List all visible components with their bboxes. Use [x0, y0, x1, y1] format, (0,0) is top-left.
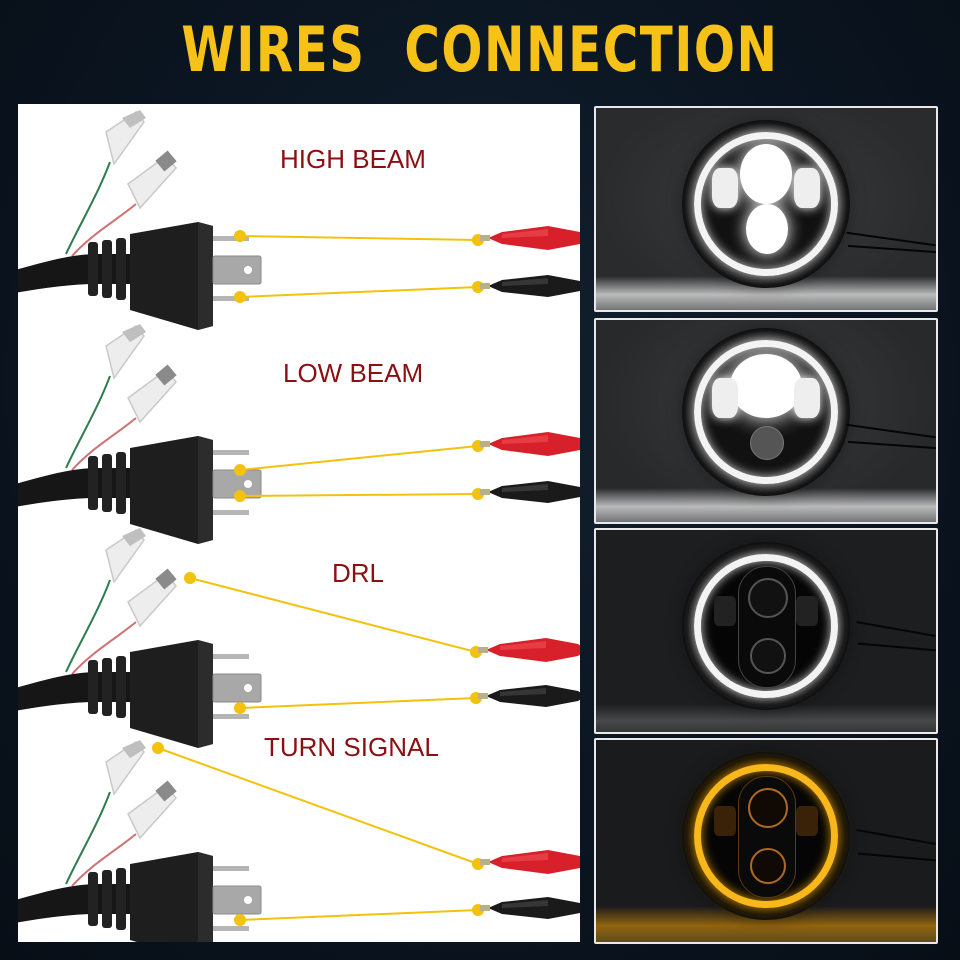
headlight-icon — [686, 332, 846, 492]
photo-drl — [594, 528, 938, 734]
photo-low-beam — [594, 318, 938, 524]
wiring-diagram — [18, 109, 580, 942]
row-turn-signal — [18, 739, 580, 942]
label-drl: DRL — [332, 558, 385, 588]
red-alligator-clip-icon — [480, 226, 580, 250]
photo-high-beam — [594, 106, 938, 312]
h4-plug-harness-icon — [18, 109, 262, 331]
h4-plug-harness-icon — [18, 527, 262, 749]
label-high-beam: HIGH BEAM — [280, 144, 426, 174]
red-alligator-clip-icon — [480, 432, 580, 456]
page-title: WIRES CONNECTION — [181, 13, 779, 86]
row-drl — [18, 527, 580, 749]
row-high-beam — [18, 109, 580, 331]
red-alligator-clip-icon — [480, 850, 580, 874]
black-alligator-clip-icon — [480, 897, 580, 919]
wiring-diagram-panel: HIGH BEAM LOW BEAM DRL TURN SIGNAL — [18, 104, 580, 942]
label-low-beam: LOW BEAM — [283, 358, 424, 388]
row-low-beam — [18, 323, 580, 545]
headlight-icon — [686, 124, 846, 284]
black-alligator-clip-icon — [480, 481, 580, 503]
headlight-icon — [686, 756, 846, 916]
photo-turn-signal — [594, 738, 938, 944]
black-alligator-clip-icon — [478, 685, 580, 707]
red-alligator-clip-icon — [478, 638, 580, 662]
h4-plug-harness-icon — [18, 323, 262, 545]
headlight-icon — [686, 546, 846, 706]
h4-plug-harness-icon — [18, 739, 262, 942]
label-turn-signal: TURN SIGNAL — [264, 732, 439, 762]
black-alligator-clip-icon — [480, 275, 580, 297]
